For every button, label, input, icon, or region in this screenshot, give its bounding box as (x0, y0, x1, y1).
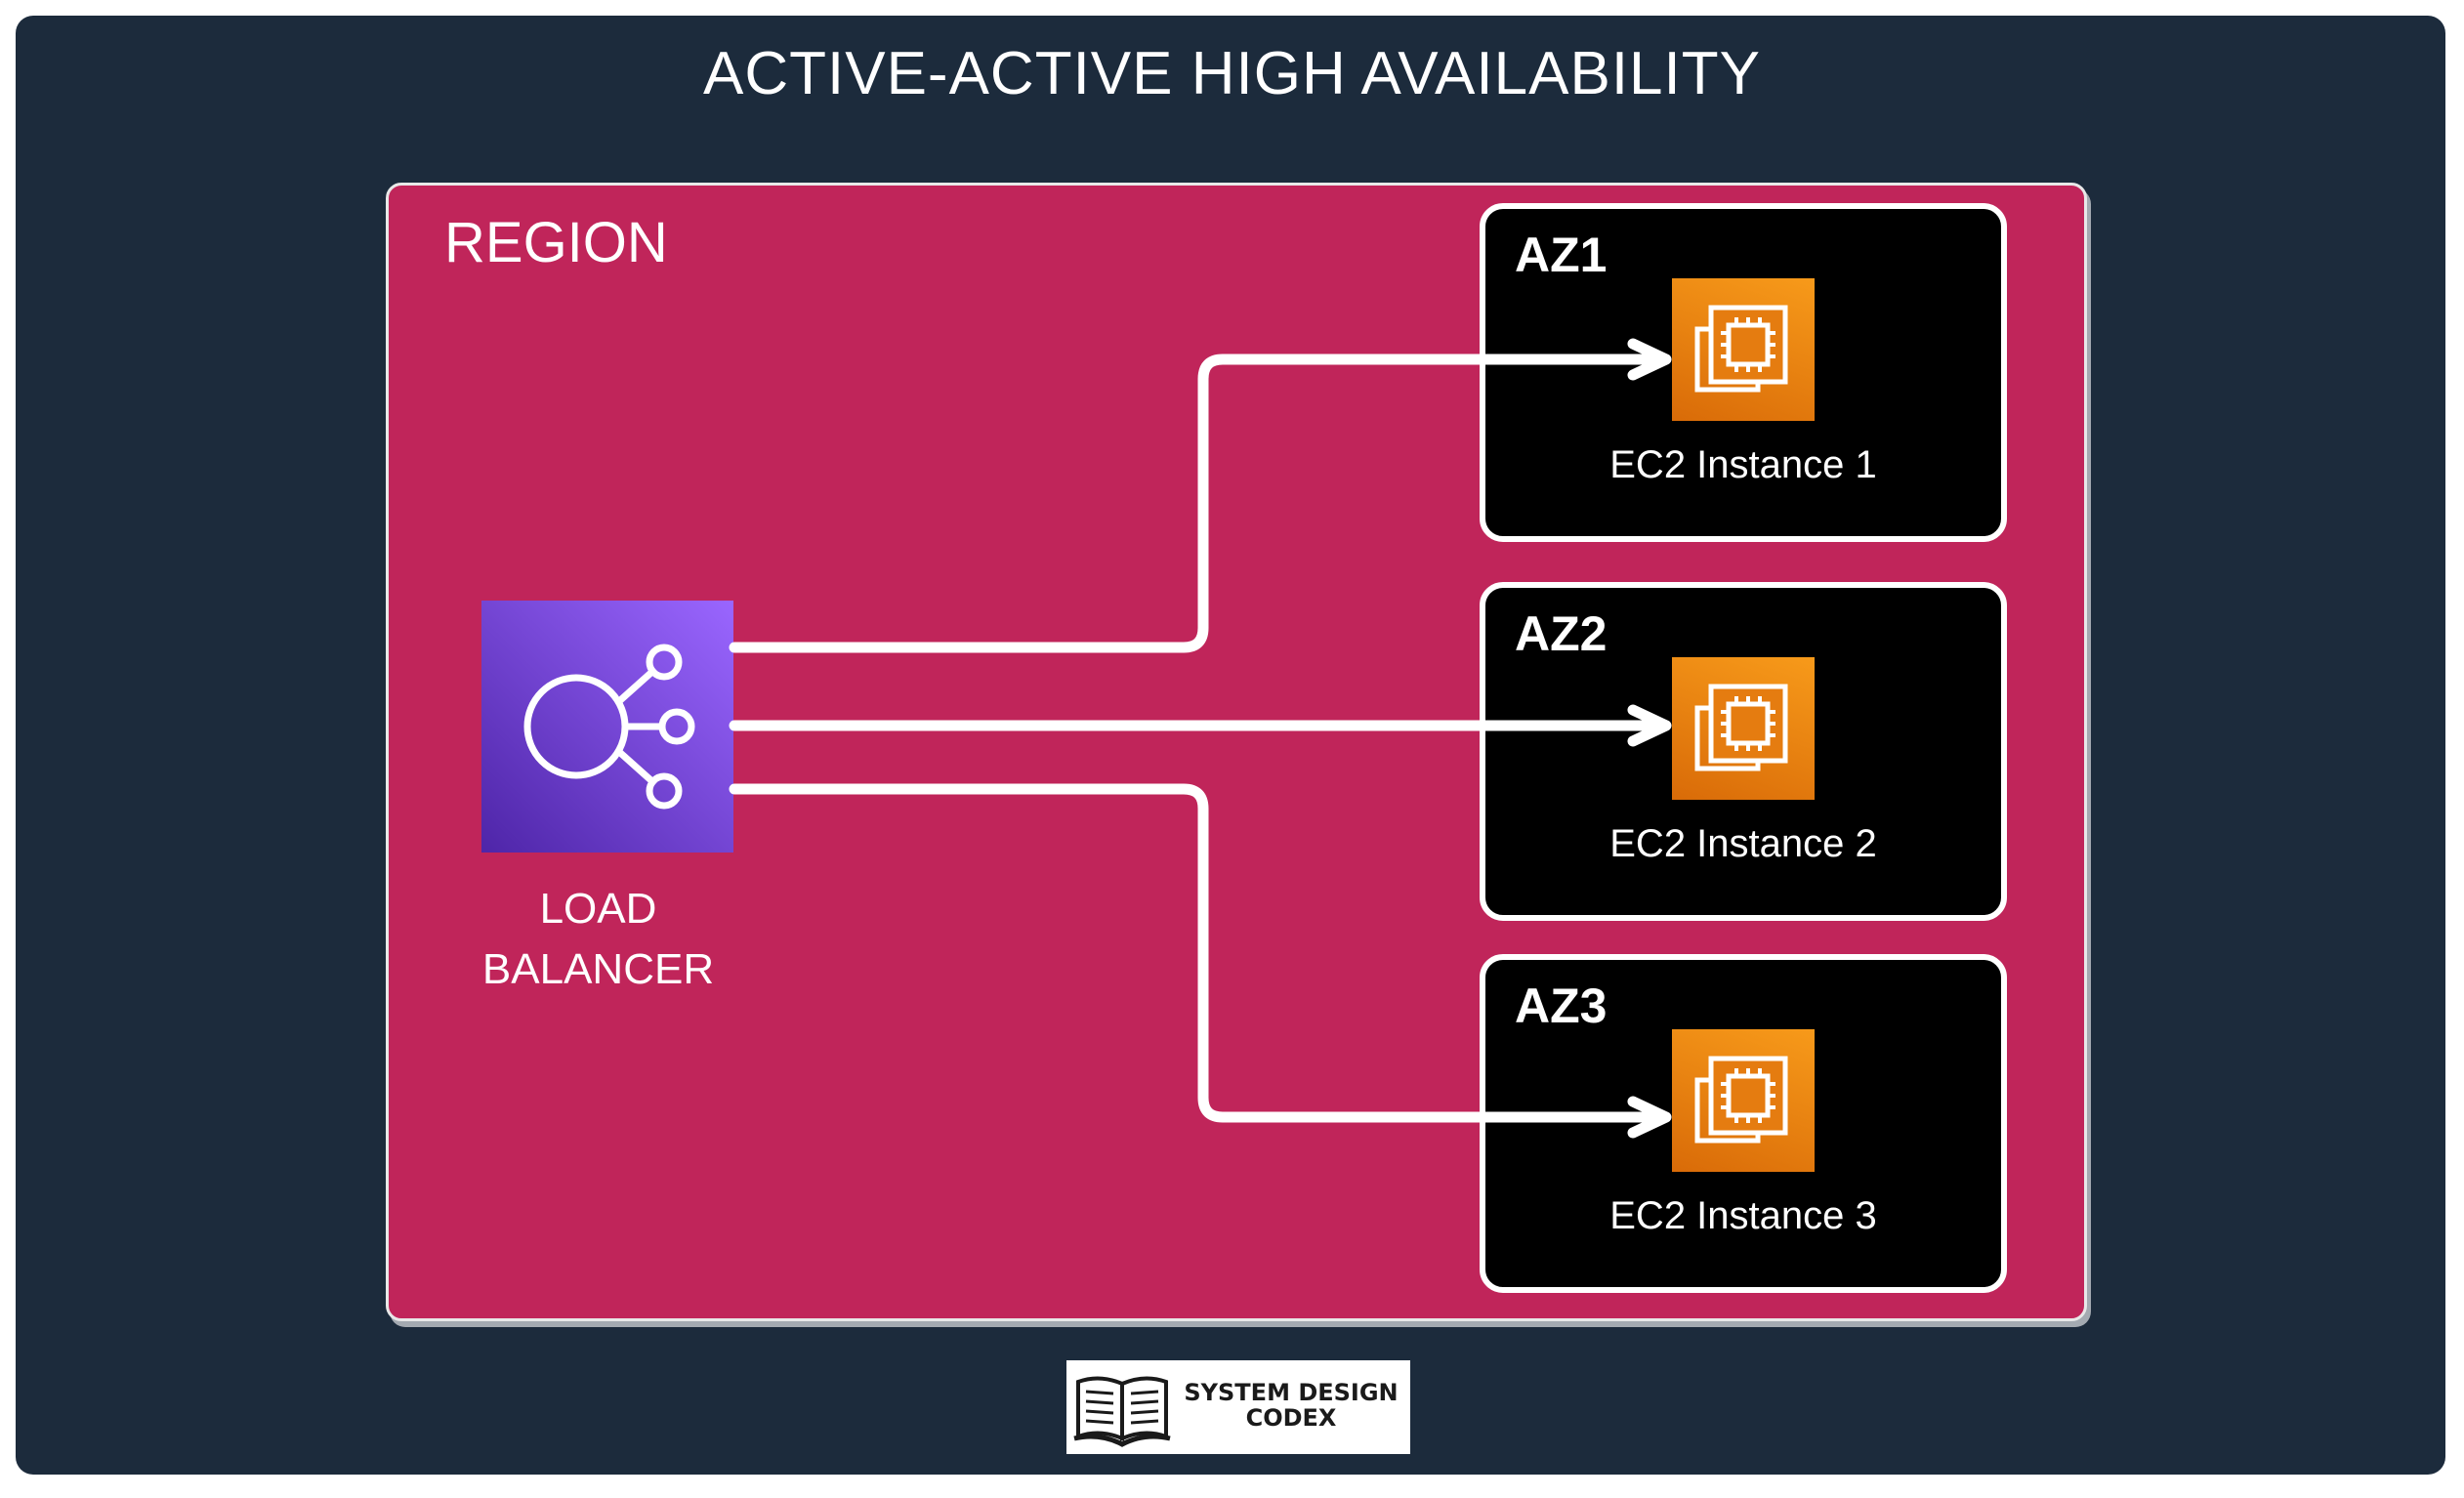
logo-text: SYSTEM DESIGN CODEX (1176, 1380, 1406, 1431)
az-label: AZ1 (1515, 228, 1608, 282)
connector-arrowhead-az2 (1627, 704, 1672, 747)
az-label: AZ2 (1515, 606, 1608, 661)
load-balancer-node (481, 601, 733, 853)
logo-text-line2: CODEX (1245, 1404, 1337, 1432)
ec2-chip-icon (1694, 684, 1788, 771)
load-balancer-label: LOAD BALANCER (459, 879, 737, 1000)
logo-text-line1: SYSTEM DESIGN (1184, 1379, 1399, 1406)
region-label: REGION (444, 211, 668, 274)
load-balancer-label-line1: LOAD (539, 885, 657, 933)
az-box-3: AZ3 EC2 Instance 3 (1480, 954, 2007, 1293)
az-box-1: AZ1 EC2 Instance 1 (1480, 203, 2007, 542)
connector-az1 (729, 354, 1656, 653)
az-box-2: AZ2 EC2 Instance 2 (1480, 582, 2007, 921)
connector-arrowhead-az1 (1627, 338, 1672, 381)
ec2-instance-1-node (1672, 278, 1815, 421)
ec2-instance-label: EC2 Instance 1 (1609, 443, 1877, 486)
ec2-chip-icon (1694, 1056, 1788, 1144)
ec2-instance-2-node (1672, 657, 1815, 800)
ec2-instance-3-node (1672, 1029, 1815, 1172)
ec2-instance-label: EC2 Instance 3 (1609, 1194, 1877, 1237)
elastic-load-balancer-icon (523, 644, 695, 810)
az-label: AZ3 (1515, 978, 1608, 1033)
connector-arrowhead-az3 (1627, 1096, 1672, 1139)
open-book-icon (1073, 1376, 1171, 1447)
system-design-codex-logo: SYSTEM DESIGN CODEX (1066, 1360, 1410, 1454)
ec2-instance-label: EC2 Instance 2 (1609, 822, 1877, 865)
diagram-title: ACTIVE-ACTIVE HIGH AVAILABILITY (703, 40, 1761, 107)
ec2-chip-icon (1694, 305, 1788, 393)
connector-az3 (729, 783, 1656, 1123)
load-balancer-label-line2: BALANCER (481, 945, 715, 993)
